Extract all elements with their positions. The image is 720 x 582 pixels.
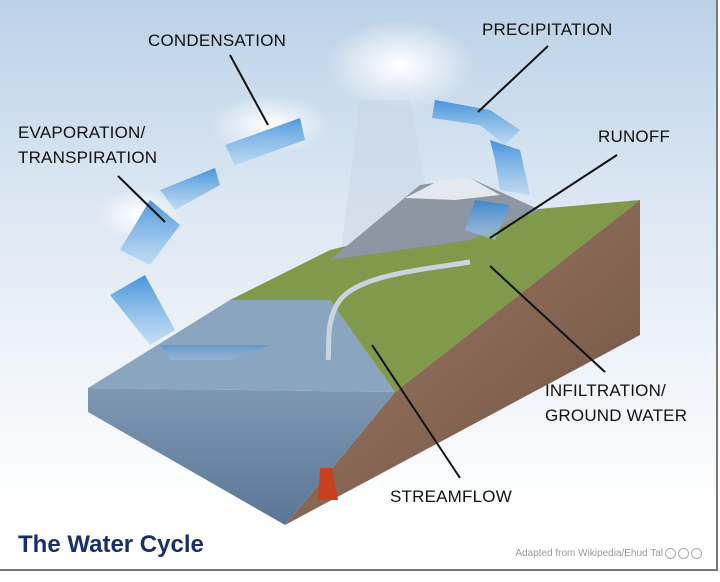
mountain <box>330 178 540 260</box>
diagram-title: The Water Cycle <box>18 531 204 558</box>
water-cycle-illustration <box>88 20 640 525</box>
mountain-snow <box>405 178 500 200</box>
cc-by-icon <box>678 548 689 559</box>
label-infiltration: INFILTRATION/ GROUND WATER <box>545 378 687 428</box>
credit-line: Adapted from Wikipedia/Ehud Tal <box>515 548 702 559</box>
cc-sa-icon <box>691 548 702 559</box>
label-precipitation: PRECIPITATION <box>482 20 613 39</box>
label-condensation: CONDENSATION <box>148 31 287 50</box>
label-streamflow: STREAMFLOW <box>390 487 512 506</box>
rock-face <box>285 200 640 525</box>
label-infiltration-line1: INFILTRATION/ <box>545 381 666 400</box>
credit-text: Adapted from Wikipedia/Ehud Tal <box>515 548 663 560</box>
river <box>325 259 471 361</box>
label-runoff: RUNOFF <box>598 127 671 146</box>
cloud <box>325 20 475 110</box>
label-evaporation-line1: EVAPORATION/ <box>18 123 146 142</box>
land-surface <box>230 200 640 392</box>
water-face <box>88 388 395 525</box>
cc-license-icon <box>665 548 676 559</box>
label-evaporation: EVAPORATION/ TRANSPIRATION <box>18 120 157 170</box>
lava <box>318 468 338 500</box>
cycle-arrows <box>110 100 530 360</box>
label-infiltration-line2: GROUND WATER <box>545 406 688 425</box>
label-evaporation-line2: TRANSPIRATION <box>18 148 158 167</box>
diagram-frame: CONDENSATION PRECIPITATION EVAPORATION/ … <box>0 0 718 571</box>
leader-lines <box>117 45 618 479</box>
